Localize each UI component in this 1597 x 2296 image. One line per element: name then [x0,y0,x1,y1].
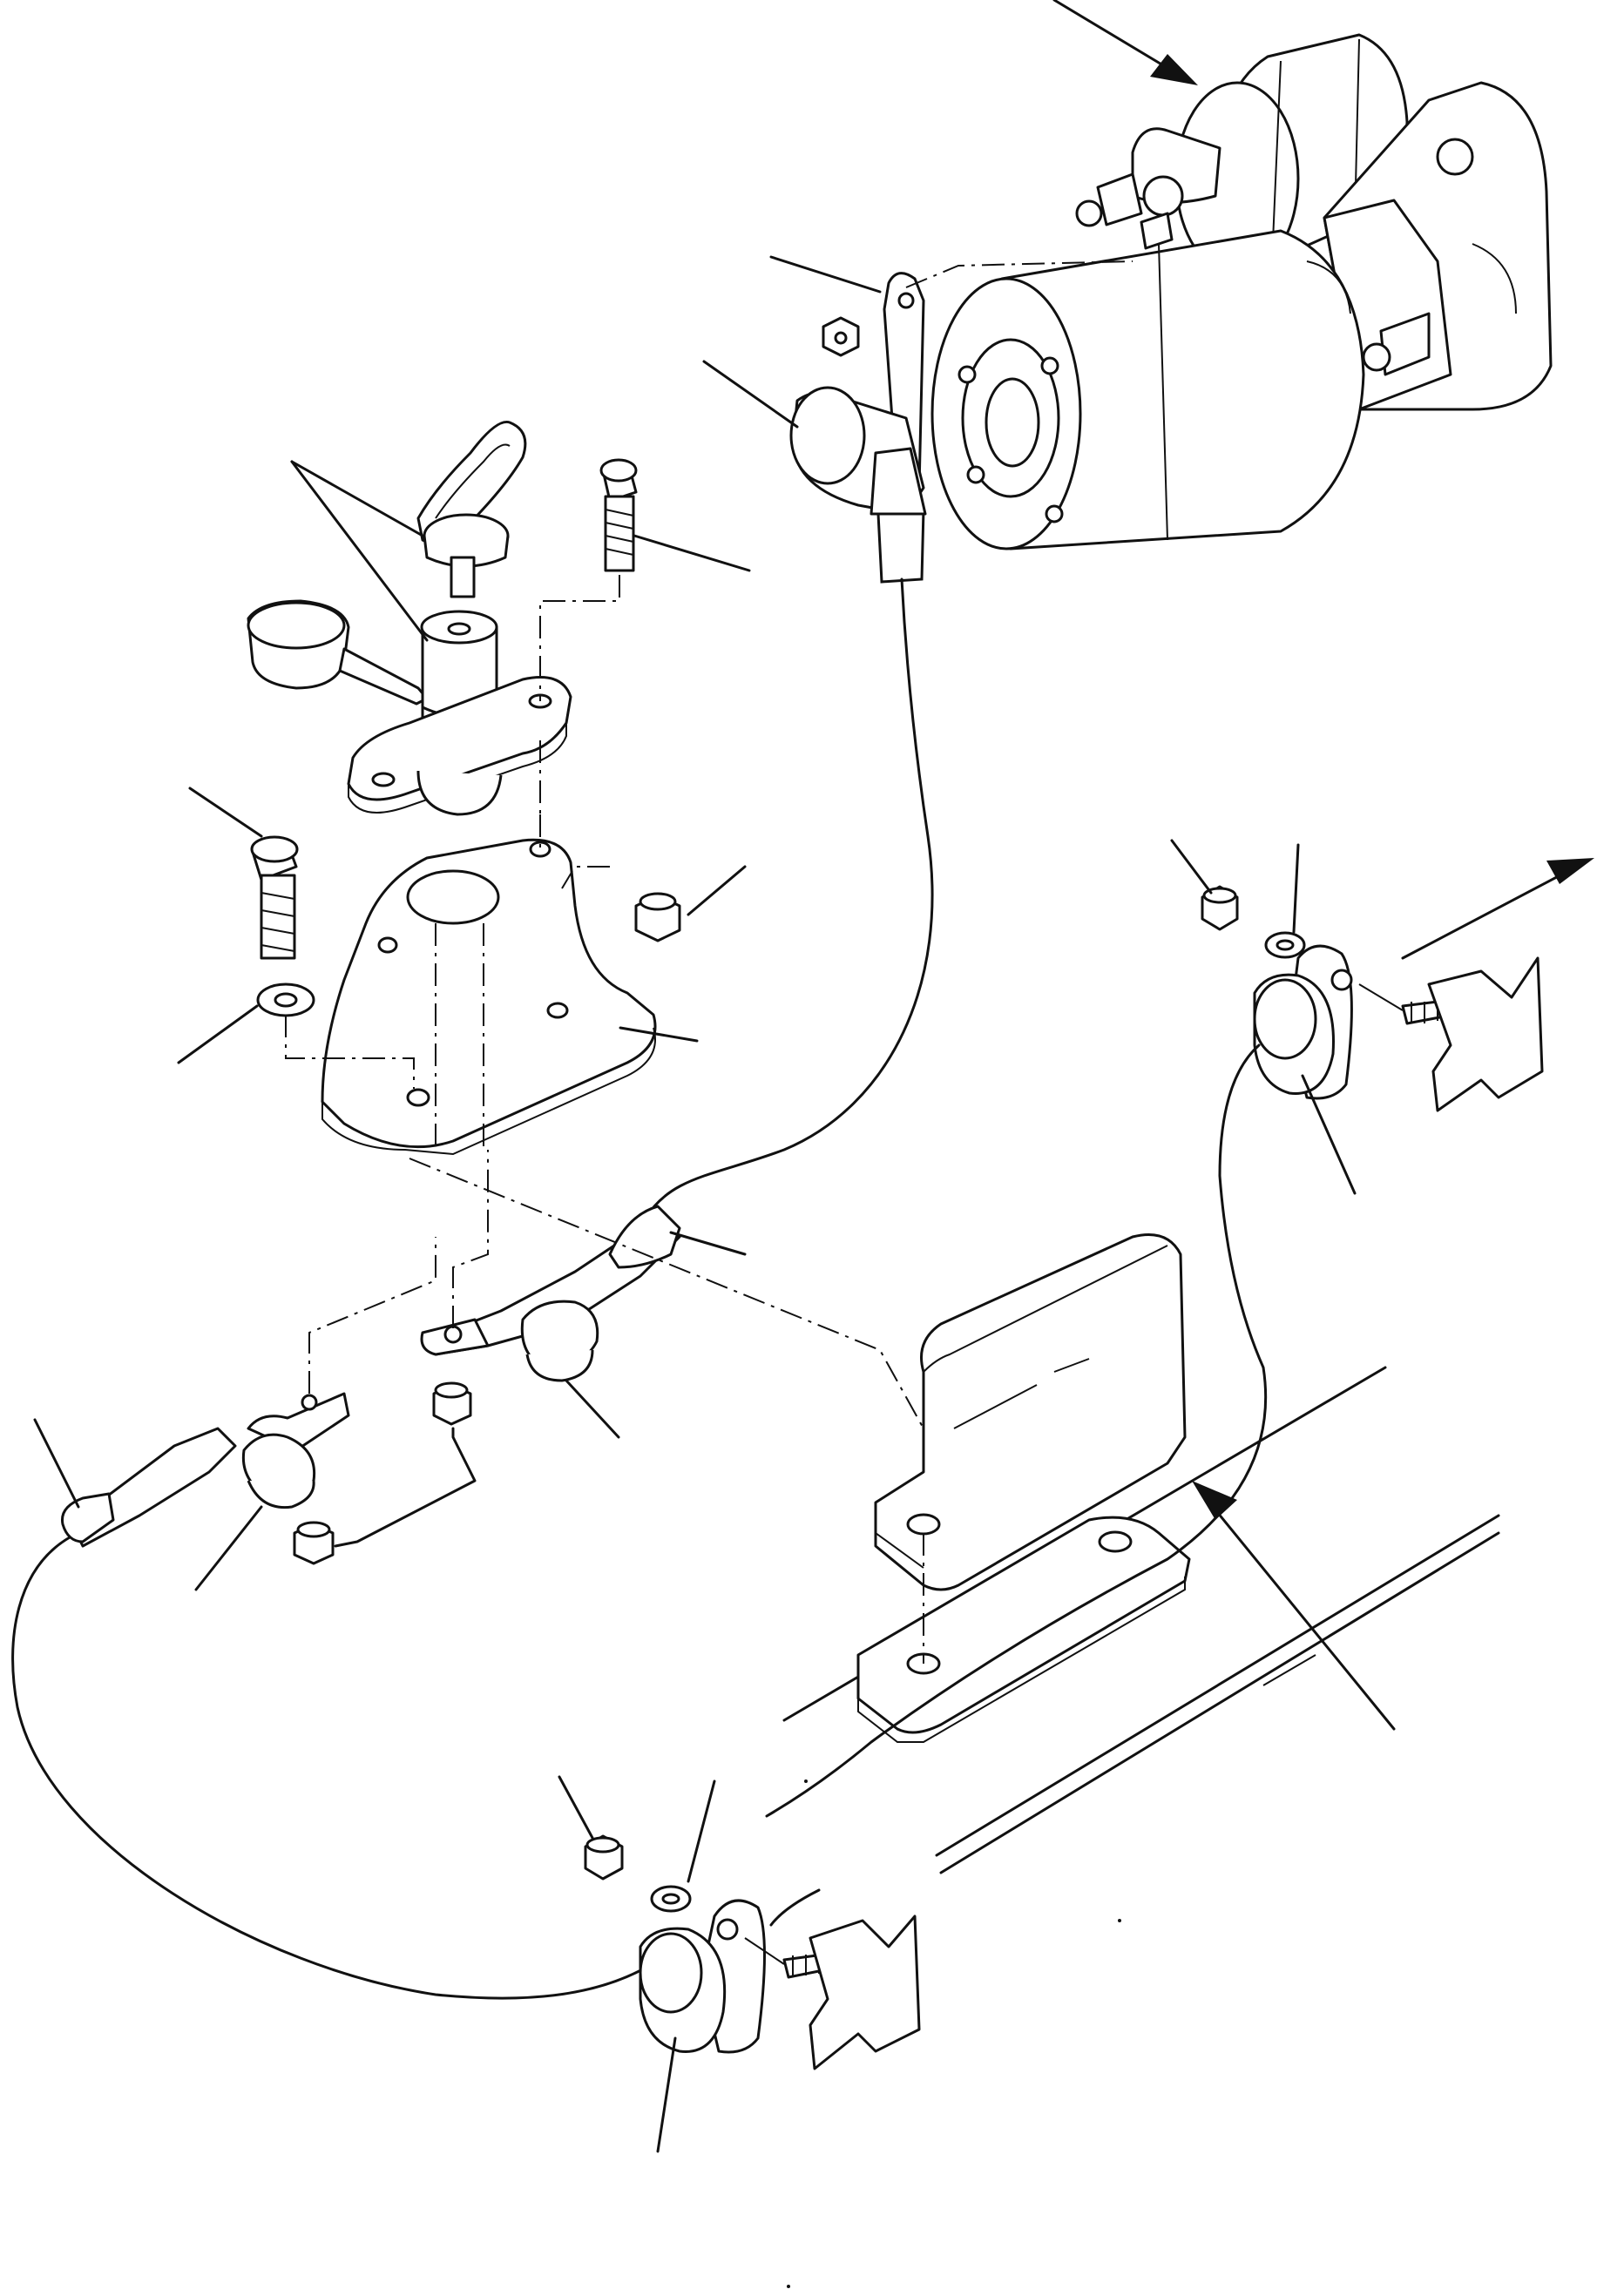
mounting-bracket [177,740,747,1156]
frame-rail [782,1233,1500,1874]
starter-motor [930,33,1553,550]
switch-key [416,420,527,598]
battery-disconnect-switch [247,420,751,816]
ground-cable [11,1150,924,2000]
switch-dust-cap [247,599,429,706]
starter-arrow [1052,0,1198,85]
cable-clips [558,839,1594,2153]
starter-cable [643,255,1133,1221]
